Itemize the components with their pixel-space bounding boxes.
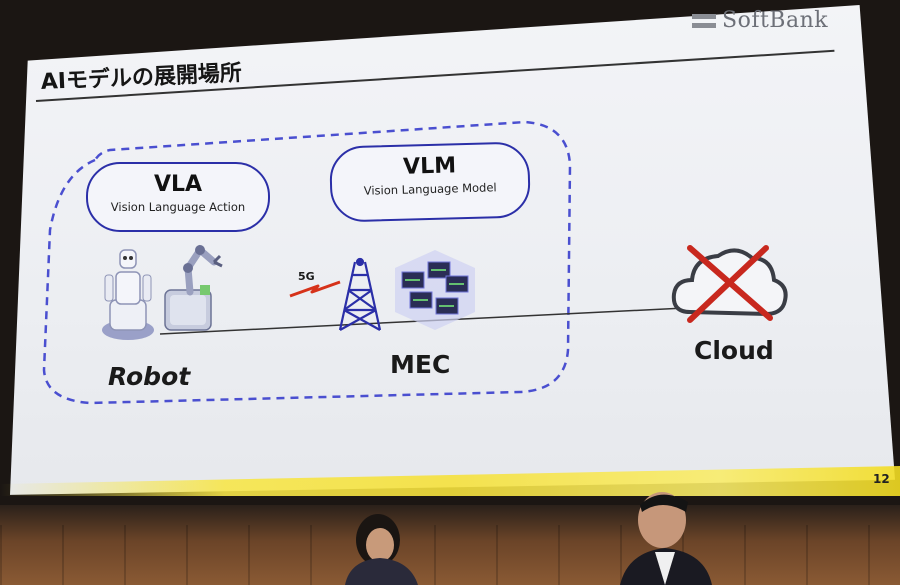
edge-group-boundary <box>42 120 572 405</box>
cloud-label: Cloud <box>694 336 774 365</box>
robot-arm-icon <box>164 244 223 331</box>
presenter-left <box>345 514 418 585</box>
robot-label: Robot <box>108 362 191 391</box>
projection-screen <box>10 5 895 495</box>
vla-name: VLA <box>153 172 203 197</box>
brand-logo: SoftBank <box>692 8 828 33</box>
cloud-crossed-icon <box>671 245 788 323</box>
page-number: 12 <box>873 472 890 486</box>
mec-label: MEC <box>390 350 451 379</box>
network-label: 5G <box>298 270 315 283</box>
humanoid-robot-icon <box>102 249 154 340</box>
server-cluster-icon <box>395 250 475 330</box>
softbank-logo-icon <box>692 13 716 28</box>
vla-model-pill: VLA Vision Language Action <box>86 162 270 232</box>
vla-subtitle: Vision Language Action <box>110 200 246 214</box>
cell-tower-icon <box>338 257 382 331</box>
brand-name: SoftBank <box>722 8 829 33</box>
lightning-bolt-icon <box>289 280 341 298</box>
presenter-right <box>620 492 712 585</box>
stage-background <box>0 505 900 585</box>
stage-wood-panels <box>0 525 900 585</box>
